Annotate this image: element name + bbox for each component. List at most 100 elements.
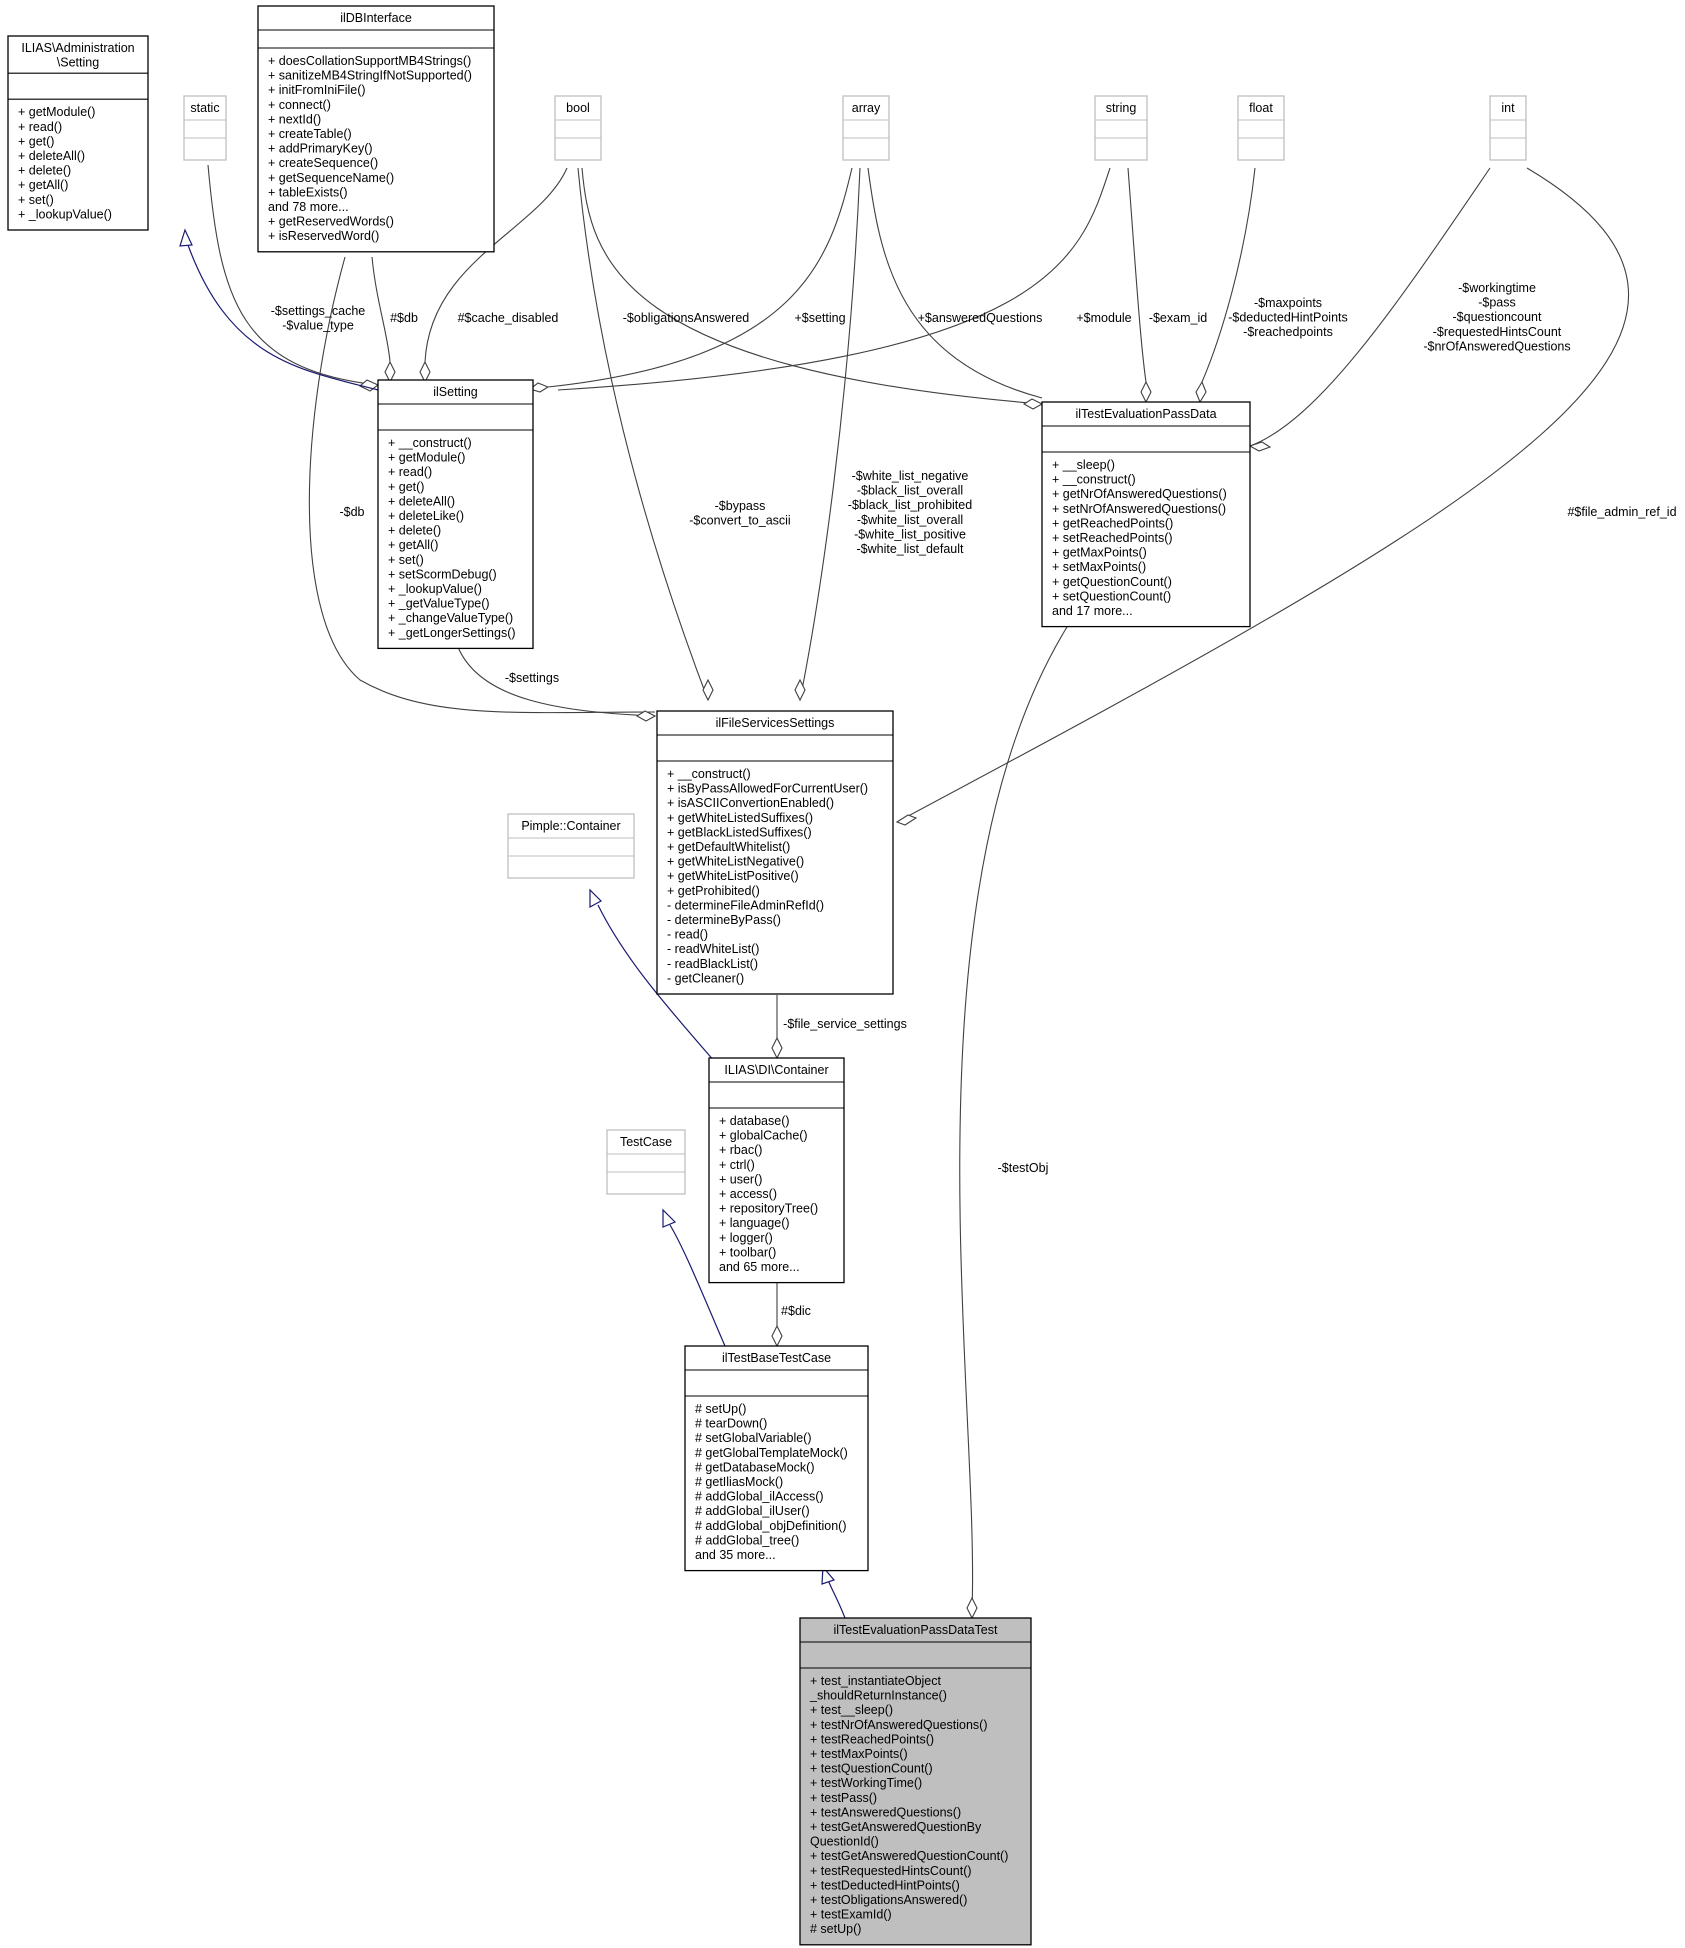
class-member: and 78 more...	[268, 200, 349, 214]
class-member: + testQuestionCount()	[810, 1762, 933, 1776]
class-member: + sanitizeMB4StringIfNotSupported()	[268, 69, 472, 83]
edge-label-maxpoints: -$deductedHintPoints	[1228, 311, 1348, 325]
edge-db-setting-diamond	[384, 360, 396, 384]
class-ilsetting[interactable]: ilSetting+ __construct()+ getModule()+ r…	[377, 379, 534, 650]
class-testcase[interactable]: TestCase	[606, 1129, 686, 1195]
class-member: + testGetAnsweredQuestionCount()	[810, 1849, 1008, 1863]
class-title: ilDBInterface	[340, 11, 412, 25]
class-box	[1041, 401, 1251, 628]
class-member: + test__sleep()	[810, 1703, 893, 1717]
class-pimple-container[interactable]: Pimple::Container	[507, 813, 635, 879]
class-member: + nextId()	[268, 112, 321, 126]
class-member: + getModule()	[388, 451, 465, 465]
class-int[interactable]: int	[1489, 95, 1527, 161]
class-member: - getCleaner()	[667, 971, 744, 985]
edge-label-module: +$module	[1076, 311, 1131, 325]
class-member: + setQuestionCount()	[1052, 589, 1171, 603]
class-iltestevaluationpassdata[interactable]: ilTestEvaluationPassData+ __sleep()+ __c…	[1041, 401, 1251, 628]
class-box	[606, 1129, 686, 1195]
class-member: + testGetAnsweredQuestionBy	[810, 1820, 982, 1834]
class-title: TestCase	[620, 1135, 672, 1149]
class-box	[799, 1617, 1032, 1946]
class-box	[257, 5, 495, 253]
class-administration-setting[interactable]: ILIAS\Administration\Setting+ getModule(…	[7, 35, 149, 231]
edge-setting-fileservices-diamond	[635, 710, 657, 722]
class-box	[1489, 95, 1527, 161]
edge-passdata-test-diamond	[966, 1596, 978, 1620]
class-member: + _getLongerSettings()	[388, 626, 516, 640]
class-title: ILIAS\Administration	[21, 41, 134, 55]
class-member: # addGlobal_ilUser()	[695, 1504, 810, 1518]
class-member: # getGlobalTemplateMock()	[695, 1446, 848, 1460]
class-title: ilFileServicesSettings	[716, 716, 835, 730]
class-member: and 35 more...	[695, 1548, 776, 1562]
class-member: + getNrOfAnsweredQuestions()	[1052, 487, 1227, 501]
edge-setting-administration-arrow	[179, 228, 193, 247]
class-member: _shouldReturnInstance()	[809, 1689, 947, 1703]
class-title: static	[190, 101, 219, 115]
class-boxes: ILIAS\Administration\Setting + getModule(…	[7, 5, 1527, 1946]
edge-label-white-list: -$white_list_positive	[854, 527, 966, 541]
class-box	[183, 95, 227, 161]
class-title: Pimple::Container	[521, 819, 620, 833]
class-array[interactable]: array	[842, 95, 890, 161]
class-member: - determineByPass()	[667, 913, 781, 927]
class-float[interactable]: float	[1237, 95, 1285, 161]
edge-int-passdata-diamond	[1248, 441, 1272, 452]
edge-passdata-test	[959, 626, 1068, 1611]
class-member: + getReservedWords()	[268, 215, 394, 229]
inheritance-edges	[179, 228, 846, 1619]
class-member: + setMaxPoints()	[1052, 560, 1146, 574]
class-member: + user()	[719, 1172, 762, 1186]
class-iltestbasetestcase[interactable]: ilTestBaseTestCase# setUp()# tearDown()#…	[684, 1345, 869, 1572]
class-bool[interactable]: bool	[554, 95, 602, 161]
class-member: # addGlobal_ilAccess()	[695, 1490, 824, 1504]
class-member: + testReachedPoints()	[810, 1732, 934, 1746]
class-member: + delete()	[388, 524, 441, 538]
class-ilfileservicessettings[interactable]: ilFileServicesSettings+ __construct()+ i…	[656, 710, 894, 995]
edge-container-pimple	[597, 904, 716, 1063]
class-member: + toolbar()	[719, 1245, 776, 1259]
edge-label-setting: +$setting	[794, 311, 845, 325]
edge-label-answered-questions: +$answeredQuestions	[918, 311, 1043, 325]
class-member: - determineFileAdminRefId()	[667, 898, 824, 912]
edge-array-fileservices-diamond	[794, 678, 806, 702]
edge-setting-administration	[187, 244, 379, 391]
class-ildbinterface[interactable]: ilDBInterface+ doesCollationSupportMB4St…	[257, 5, 495, 253]
class-box	[554, 95, 602, 161]
class-member: + get()	[18, 134, 54, 148]
class-member: + ctrl()	[719, 1158, 755, 1172]
class-title: int	[1501, 101, 1515, 115]
edge-int-fileservices-diamond	[895, 814, 918, 826]
class-member: + access()	[719, 1187, 777, 1201]
class-ilias-di-container[interactable]: ILIAS\DI\Container+ database()+ globalCa…	[708, 1057, 845, 1284]
class-member: + setReachedPoints()	[1052, 531, 1173, 545]
edge-string-passdata-diamond	[1140, 380, 1152, 404]
class-static[interactable]: static	[183, 95, 227, 161]
class-member: + deleteAll()	[388, 494, 455, 508]
class-title: bool	[566, 101, 590, 115]
class-member: + testObligationsAnswered()	[810, 1893, 967, 1907]
edge-fileservices-container-diamond	[771, 1036, 783, 1060]
class-member: - readWhiteList()	[667, 942, 759, 956]
edge-bool-passdata-diamond	[1022, 398, 1044, 410]
class-member: + get()	[388, 480, 424, 494]
class-member: + delete()	[18, 164, 71, 178]
class-member: + __construct()	[667, 767, 751, 781]
class-member: + testRequestedHintsCount()	[810, 1864, 972, 1878]
edge-label-settings-cache: -$value_type	[282, 319, 354, 333]
edge-label-white-list: -$black_list_prohibited	[848, 498, 972, 512]
edge-label-file-admin-ref-id: #$file_admin_ref_id	[1567, 505, 1676, 519]
class-string[interactable]: string	[1094, 95, 1148, 161]
class-box	[377, 379, 534, 650]
class-title: ilSetting	[433, 385, 478, 399]
class-member: + getWhiteListedSuffixes()	[667, 811, 813, 825]
class-member: + createSequence()	[268, 156, 378, 170]
class-title: string	[1106, 101, 1137, 115]
class-member: + set()	[18, 193, 54, 207]
class-member: + __construct()	[388, 436, 472, 450]
class-member: + isReservedWord()	[268, 229, 379, 243]
class-member: # addGlobal_objDefinition()	[695, 1519, 846, 1533]
class-iltestevaluationpassdatatest[interactable]: ilTestEvaluationPassDataTest+ test_insta…	[799, 1617, 1032, 1946]
class-title: \Setting	[57, 56, 99, 70]
